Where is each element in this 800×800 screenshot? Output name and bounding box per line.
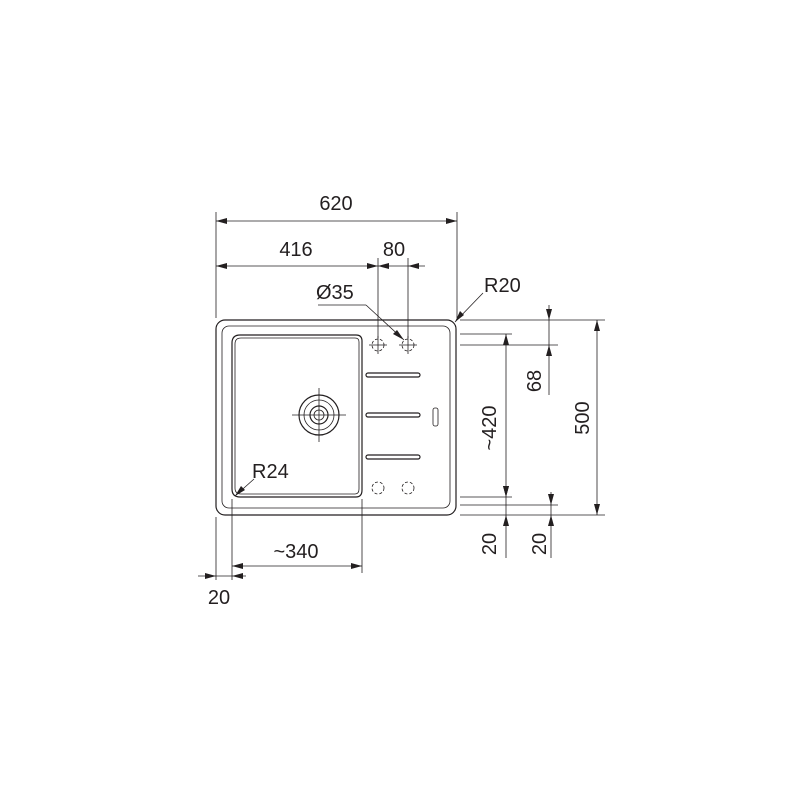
dim-label-bowl-section: 416 [279,239,312,261]
sink-outer-outline [215,319,457,516]
dim-tap-hole-diameter: Ø35 [316,282,405,341]
dim-rim-bottom-outer: 20 [529,492,554,558]
dim-bowl-depth: ~420 [479,334,509,497]
dim-label-overall-width: 620 [319,193,352,215]
sink-bowl-outline [231,334,363,498]
dim-label-tap-spacing: 80 [383,239,405,261]
drainer-ribs [365,372,421,460]
dim-overall-width: 620 [216,193,457,224]
dim-tap-spacing: 80 [378,239,425,269]
dim-bowl-corner-radius: R24 [234,461,289,497]
tap-hole-icon [371,481,385,495]
dim-label-tap-offset: 68 [524,370,546,392]
dim-label-tap-hole-diameter: Ø35 [316,282,354,304]
dim-label-outer-corner-radius: R20 [484,275,521,297]
extension-lines [215,212,605,580]
tap-holes [369,336,417,495]
dim-overall-depth: 500 [572,320,600,515]
dim-bowl-section: 416 [216,239,378,269]
dim-label-rim-left: 20 [208,587,230,609]
sink-body [215,319,457,516]
dim-label-bowl-corner-radius: R24 [252,461,289,483]
dim-label-bowl-width: ~340 [273,541,318,563]
sink-bowl-inner-outline [234,337,360,495]
dim-tap-offset: 68 [524,305,552,395]
tap-hole-icon [401,481,415,495]
dim-label-rim-bottom-inner: 20 [479,533,501,555]
dim-rim-bottom-inner: 20 [479,486,509,558]
dim-bowl-width: ~340 [232,541,362,569]
overflow-slot [432,407,439,427]
dim-outer-corner-radius: R20 [454,275,521,323]
dim-rim-left: 20 [198,573,246,609]
sink-rim-outline [221,325,451,509]
dim-label-bowl-depth: ~420 [479,405,501,450]
dim-label-rim-bottom-outer: 20 [529,533,551,555]
dim-label-overall-depth: 500 [572,401,594,434]
drain-icon [292,388,346,442]
